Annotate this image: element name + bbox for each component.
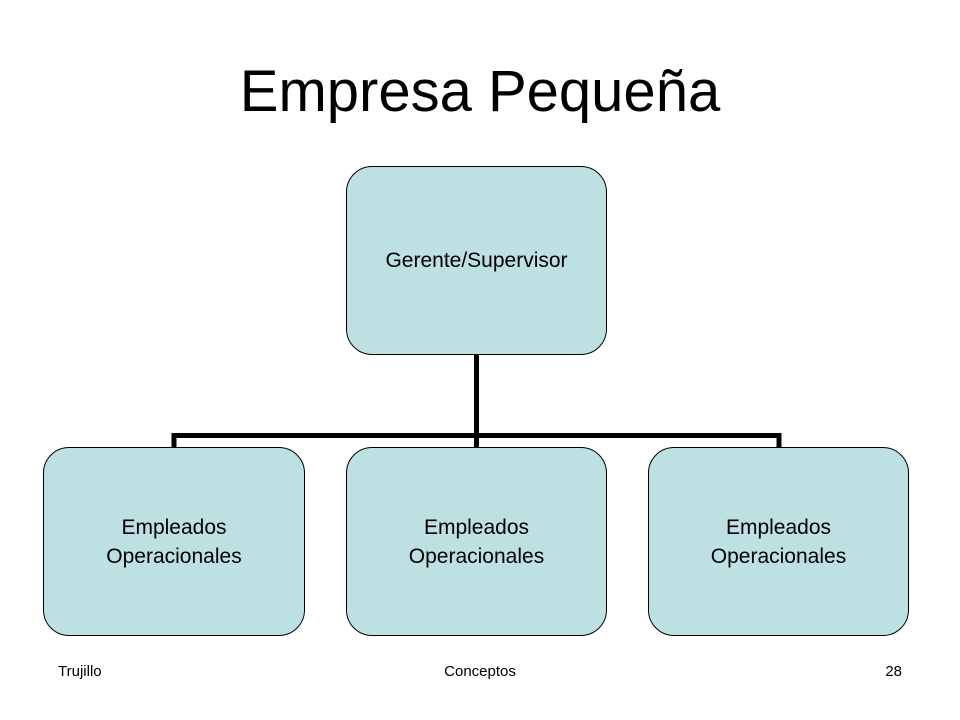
slide-title: Empresa Pequeña	[239, 59, 721, 124]
footer-author: Trujillo	[58, 663, 102, 680]
footer-topic: Conceptos	[444, 663, 516, 680]
footer-page-number: 28	[885, 663, 902, 680]
org-node-label: Empleados Operacionales	[106, 515, 242, 568]
org-node-label: Gerente/Supervisor	[385, 249, 568, 272]
org-node-label: Empleados Operacionales	[710, 515, 847, 568]
org-node-gerente-supervisor: Gerente/Supervisor	[346, 166, 607, 355]
org-node-empleados-3: Empleados Operacionales	[648, 447, 909, 636]
org-node-empleados-2: Empleados Operacionales	[346, 447, 607, 636]
org-node-empleados-1: Empleados Operacionales	[43, 447, 305, 636]
org-node-label: Empleados Operacionales	[408, 515, 545, 568]
